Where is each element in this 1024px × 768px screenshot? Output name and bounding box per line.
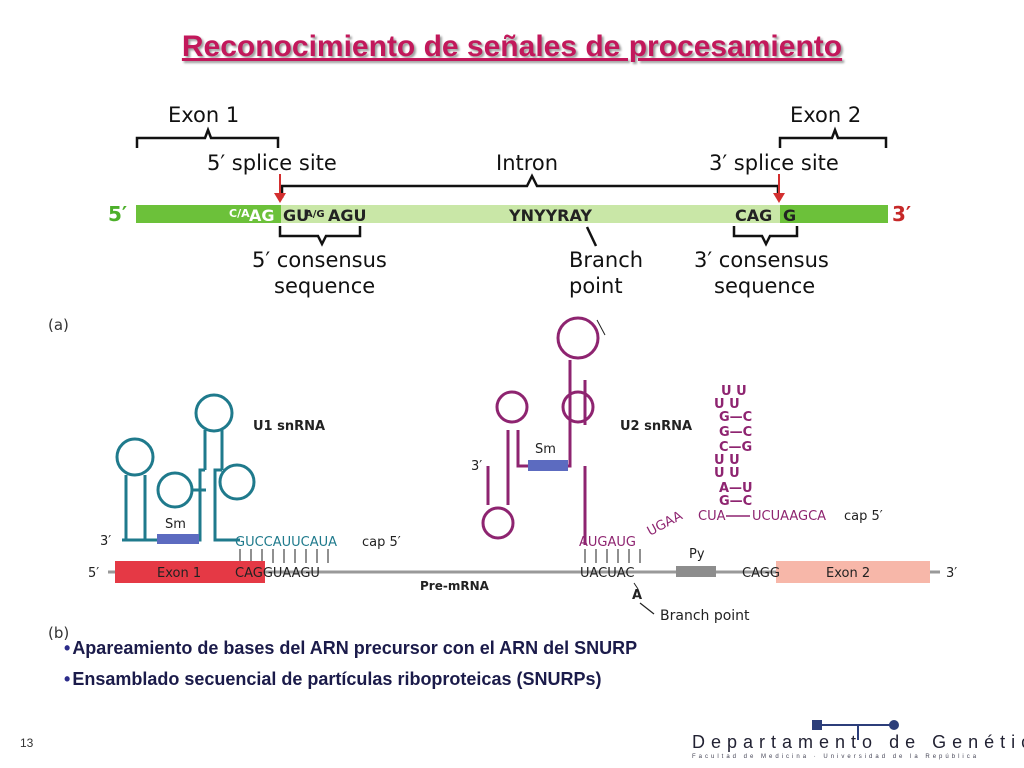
u2-snrna-structure [481, 316, 600, 545]
cap1: cap 5′ [362, 535, 401, 550]
sm2-box [528, 460, 568, 471]
bullet-dot: • [64, 638, 71, 658]
five-splice-label: 5′ splice site [207, 151, 337, 175]
seq-g: G [783, 206, 796, 225]
svg-text:C—G: C—G [719, 440, 752, 455]
five-pre: 5′ [88, 566, 99, 581]
five-consensus-l2: sequence [274, 274, 375, 298]
u1-three-prime: 3′ [100, 534, 111, 549]
three-consensus-l2: sequence [714, 274, 815, 298]
seq-gu: GU [283, 206, 309, 225]
cagguaagu: CAGGUAAGU [235, 566, 320, 581]
seq-agu: AGU [328, 206, 367, 225]
seq-ag: AG [249, 206, 275, 225]
uacuac: UACUAC [580, 566, 635, 581]
exon2-bracket [778, 126, 888, 148]
exon1-bracket [135, 126, 280, 148]
sm1-box [157, 534, 199, 544]
cua: CUA [698, 509, 726, 524]
exon1-bar [136, 205, 281, 223]
branch-l1: Branch [569, 248, 643, 272]
svg-text:G—C: G—C [719, 494, 752, 509]
splicing-diagram: Exon 1 Exon 2 5′ splice site Intron 3′ s… [48, 103, 957, 640]
svg-text:U U: U U [714, 397, 740, 412]
seq-ag-small: A/G [305, 209, 325, 220]
py-box [676, 566, 716, 577]
sm1-label: Sm [165, 517, 186, 532]
five-end-label: 5′ [108, 202, 127, 226]
three-consensus-l1: 3′ consensus [694, 248, 829, 272]
u2-hairpin: U U U U G—C G—C C—G U U U U A—U G—C [714, 384, 753, 509]
five-splice-arrow [274, 193, 286, 203]
svg-text:U U: U U [714, 453, 740, 468]
ucuaagca: UCUAAGCA [752, 509, 826, 524]
bullet-item: •Apareamiento de bases del ARN precursor… [64, 638, 638, 658]
u2-pairing-ticks [584, 549, 641, 563]
exon2-box [776, 561, 930, 583]
sm2-label: Sm [535, 442, 556, 457]
bullet-item: •Ensamblado secuencial de partículas rib… [64, 669, 602, 689]
three-end-label: 3′ [892, 202, 911, 226]
intron-bar [281, 205, 780, 223]
seq-cag: CAG [735, 206, 772, 225]
cap2: cap 5′ [844, 509, 883, 524]
panel-a-label: (a) [48, 316, 69, 334]
bullet-list: •Apareamiento de bases del ARN precursor… [64, 638, 964, 700]
five-consensus-l1: 5′ consensus [252, 248, 387, 272]
cagg: CAGG [742, 566, 780, 581]
exon2-bar [780, 205, 888, 223]
panel-b-label: (b) [48, 624, 69, 640]
svg-text:A—U: A—U [719, 481, 753, 496]
seq-ynyyray: YNYYRAY [508, 206, 592, 225]
augaug: AUGAUG [579, 535, 636, 550]
ugaa: UGAA [645, 509, 685, 540]
svg-text:U U: U U [714, 466, 740, 481]
branch-l2: point [569, 274, 623, 298]
svg-text:G—C: G—C [719, 410, 752, 425]
u1-sequence: GUCCAUUCAUA [235, 535, 337, 550]
intron-label: Intron [496, 151, 558, 175]
bullet-dot: • [64, 669, 71, 689]
three-consensus-bracket [732, 226, 799, 247]
exon1-box-label: Exon 1 [157, 566, 201, 581]
u1-label: U1 snRNA [253, 419, 325, 434]
page-title: Reconocimiento de señales de procesamien… [181, 30, 843, 63]
three-pre: 3′ [946, 566, 957, 581]
logo-name: Departamento de Genética [692, 732, 1024, 752]
department-logo: Departamento de Genética Facultad de Med… [680, 718, 1024, 762]
u1-pairing-ticks [239, 549, 329, 563]
svg-text:U U: U U [721, 384, 747, 399]
exon1-label: Exon 1 [168, 103, 239, 127]
u2-three-prime: 3′ [471, 459, 482, 474]
py-label: Py [689, 547, 705, 562]
five-consensus-bracket [278, 226, 362, 247]
three-splice-arrow [773, 193, 785, 203]
pre-mrna-label: Pre-mRNA [420, 579, 490, 593]
exon2-box-label: Exon 2 [826, 566, 870, 581]
exon2-label: Exon 2 [790, 103, 861, 127]
branch-pointer [585, 226, 598, 247]
intron-bracket [280, 173, 780, 198]
svg-text:G—C: G—C [719, 425, 752, 440]
branch-point-label: Branch point [660, 608, 750, 624]
logo-subtitle: Facultad de Medicina · Universidad de la… [692, 754, 980, 760]
three-splice-label: 3′ splice site [709, 151, 839, 175]
branch-a: A [632, 588, 642, 603]
u2-label: U2 snRNA [620, 419, 692, 434]
seq-ca: C/A [229, 207, 250, 220]
exon1-box [115, 561, 265, 583]
page-number: 13 [20, 736, 34, 750]
